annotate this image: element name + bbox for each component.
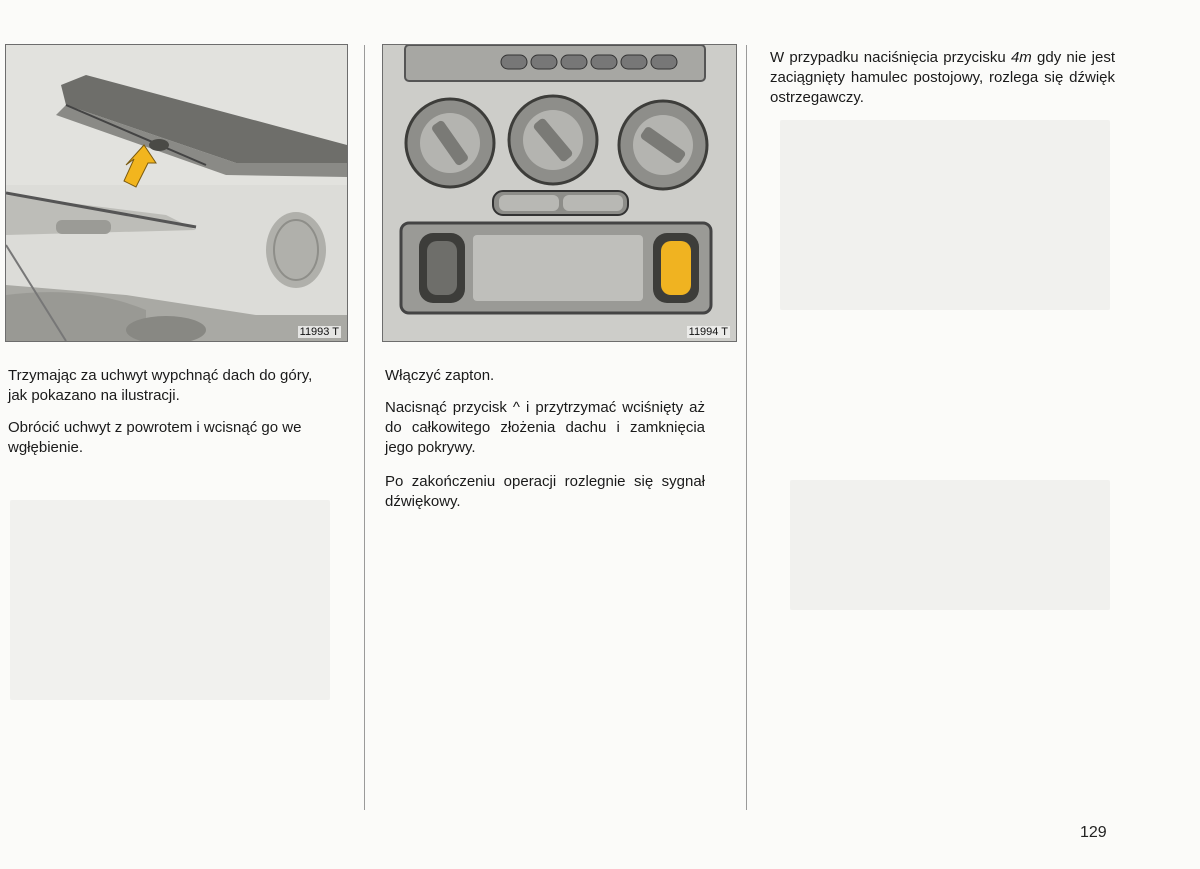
page-number: 129 [1080, 824, 1107, 841]
bleed-through-mark [790, 480, 1110, 610]
button-label-4m: 4m [1010, 49, 1032, 66]
roof-illustration [6, 45, 347, 341]
figure-code-left: 11993 T [297, 326, 341, 338]
figure-roof-handle: 11993 T [5, 44, 348, 342]
bleed-through-mark [780, 120, 1110, 310]
middle-paragraph-3: Po zakończeniu operacji rozlegnie się sy… [385, 473, 705, 510]
middle-paragraph-2: Nacisnąć przycisk ^ i przytrzymać wciśni… [385, 399, 705, 456]
left-paragraph-2: Obrócić uchwyt z powrotem i wcisnąć go w… [8, 419, 302, 456]
left-paragraph-1: Trzymając za uchwyt wypchnąć dach do gór… [8, 367, 313, 404]
right-paragraph-1-end: gdy nie jest zaciągnięty hamulec postojo… [770, 49, 1115, 106]
figure-console-buttons: 11994 T [382, 44, 737, 342]
right-paragraph-1-start: W przypadku naciśnięcia przycisku [770, 49, 1011, 66]
column-divider-2 [746, 45, 747, 810]
bleed-through-mark [10, 500, 330, 700]
middle-paragraph-1: Włączyć zapton. [385, 367, 495, 384]
figure-code-middle: 11994 T [686, 326, 730, 338]
right-paragraph-1: W przypadku naciśnięcia przycisku 4m gdy… [770, 48, 1115, 108]
column-divider-1 [364, 45, 365, 810]
console-illustration [383, 45, 736, 341]
